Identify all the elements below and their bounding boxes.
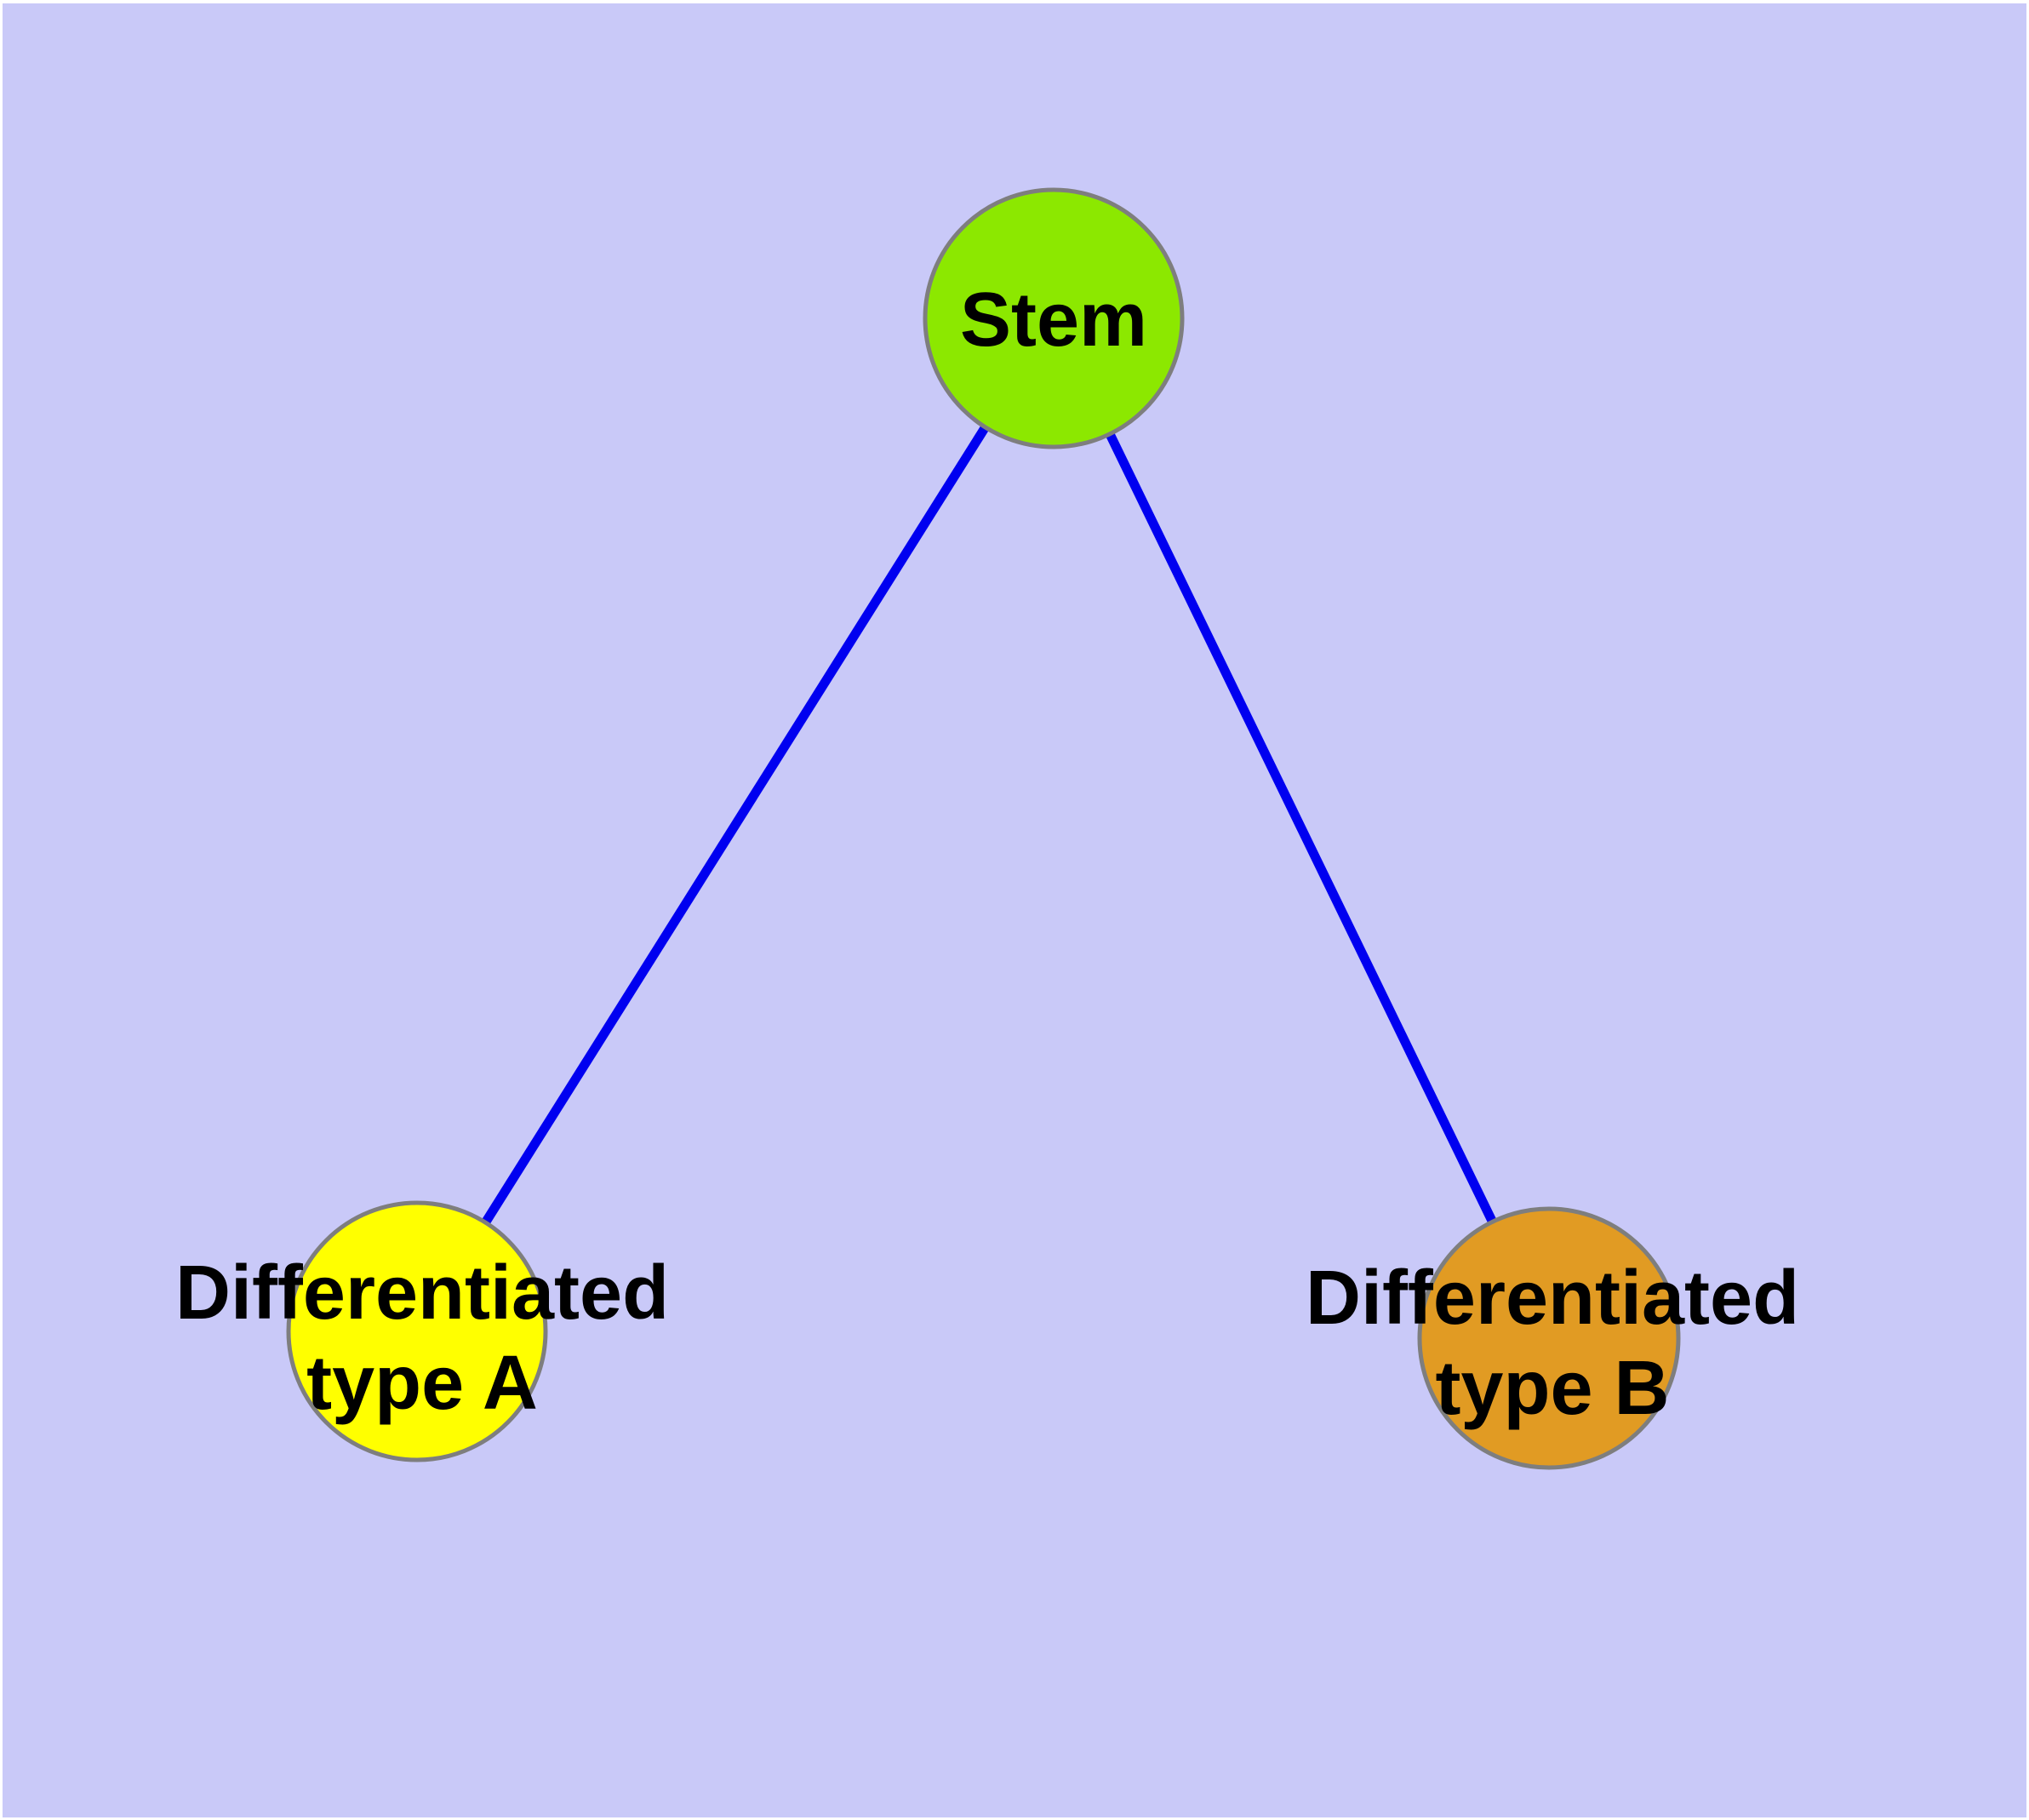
node-type-a-label-line1: Differentiated (174, 1250, 670, 1336)
node-stem-circle (923, 187, 1185, 449)
node-type-a-label-line2: type A (306, 1341, 538, 1426)
node-type-b-label-line2: type B (1435, 1346, 1670, 1431)
node-type-a-circle (286, 1200, 548, 1462)
node-type-b-circle (1417, 1206, 1681, 1470)
node-type-a-label: Differentiated type A (175, 1248, 669, 1428)
node-type-b-label-line1: Differentiated (1305, 1255, 1800, 1341)
edge-stem-to-type-a (413, 316, 1058, 1334)
node-type-b-label: Differentiated type B (1306, 1253, 1799, 1434)
edge-stem-to-type-b (1049, 316, 1553, 1341)
node-stem-label: Stem (960, 275, 1147, 365)
node-stem-label-text: Stem (959, 277, 1148, 363)
